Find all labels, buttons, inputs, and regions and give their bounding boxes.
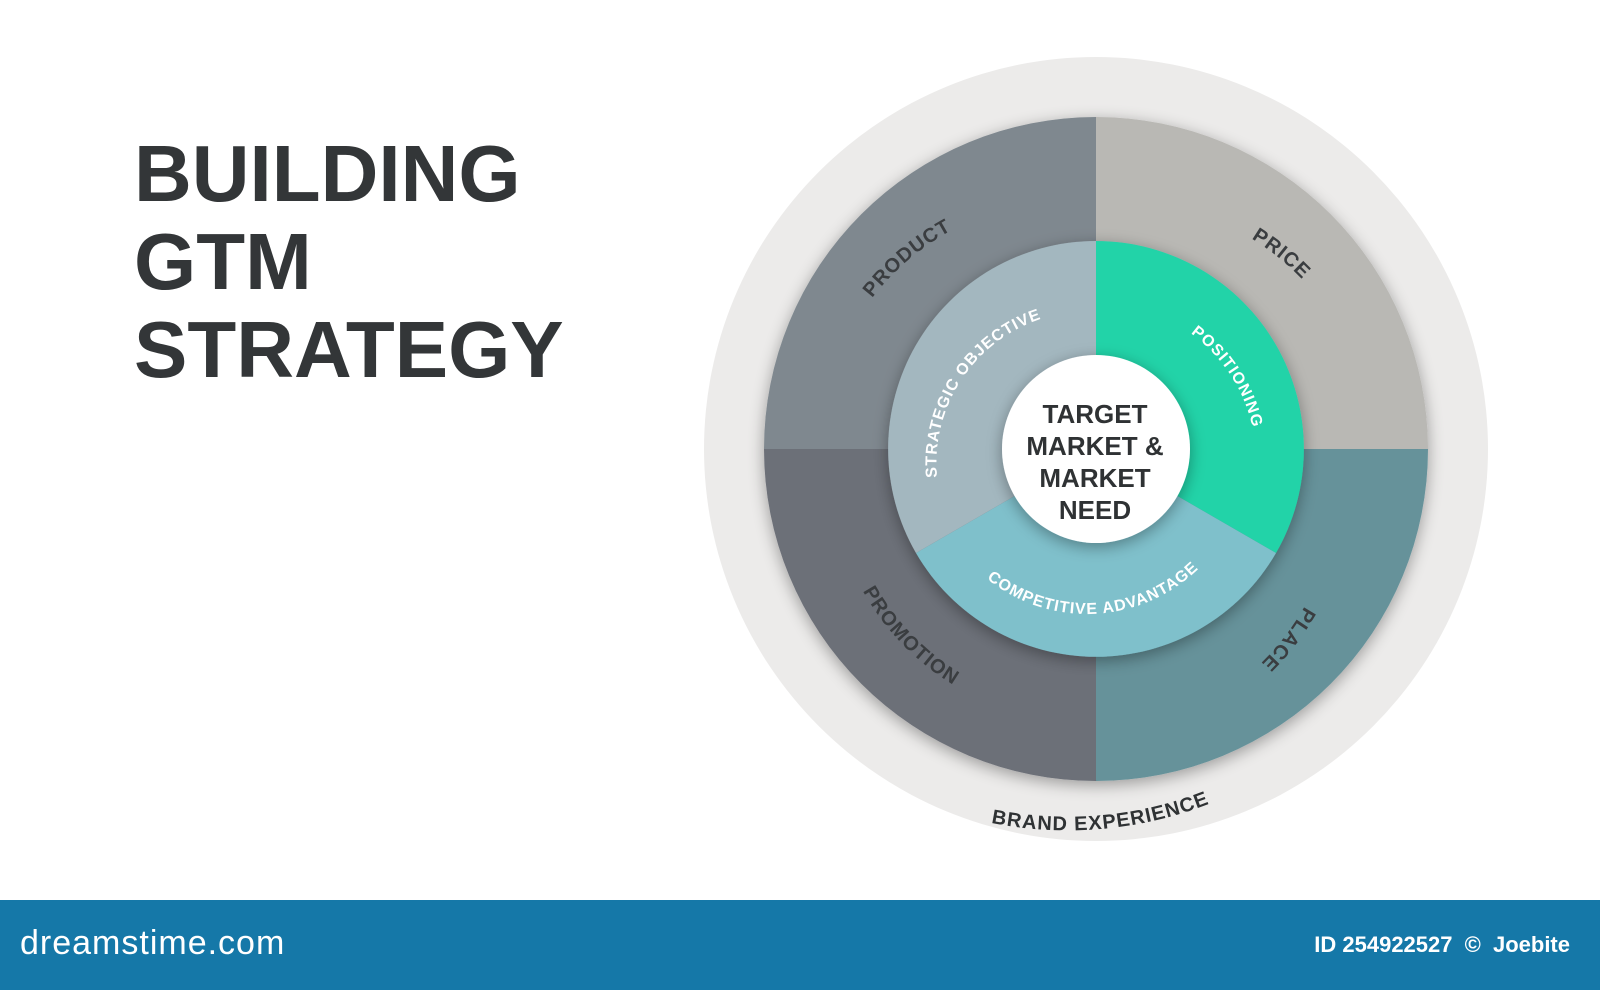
center-line-1: TARGET bbox=[1043, 399, 1148, 429]
copyright-symbol: © bbox=[1464, 932, 1481, 957]
author-name[interactable]: Joebite bbox=[1492, 932, 1570, 957]
center-circle bbox=[1002, 355, 1190, 543]
footer-bar: dreamstime.com ID 254922527 © Joebite bbox=[0, 900, 1600, 990]
gtm-strategy-diagram: TARGET MARKET & MARKET NEED PRODUCT PRIC… bbox=[704, 57, 1488, 841]
page-title: BUILDING GTM STRATEGY bbox=[134, 130, 564, 394]
image-id: ID 254922527 bbox=[1314, 932, 1453, 957]
center-line-3: MARKET bbox=[1039, 463, 1150, 493]
center-line-4: NEED bbox=[1059, 495, 1131, 525]
center-line-2: MARKET & bbox=[1026, 431, 1163, 461]
footer-logo[interactable]: dreamstime.com bbox=[20, 924, 286, 962]
title-line-2: GTM bbox=[134, 217, 312, 306]
title-line-1: BUILDING bbox=[134, 129, 521, 218]
footer-image-credit: ID 254922527 © Joebite bbox=[1314, 932, 1570, 958]
title-line-3: STRATEGY bbox=[134, 305, 564, 394]
sector-competitive-advantage bbox=[916, 449, 1276, 657]
center-label: TARGET MARKET & MARKET NEED bbox=[1026, 399, 1163, 525]
